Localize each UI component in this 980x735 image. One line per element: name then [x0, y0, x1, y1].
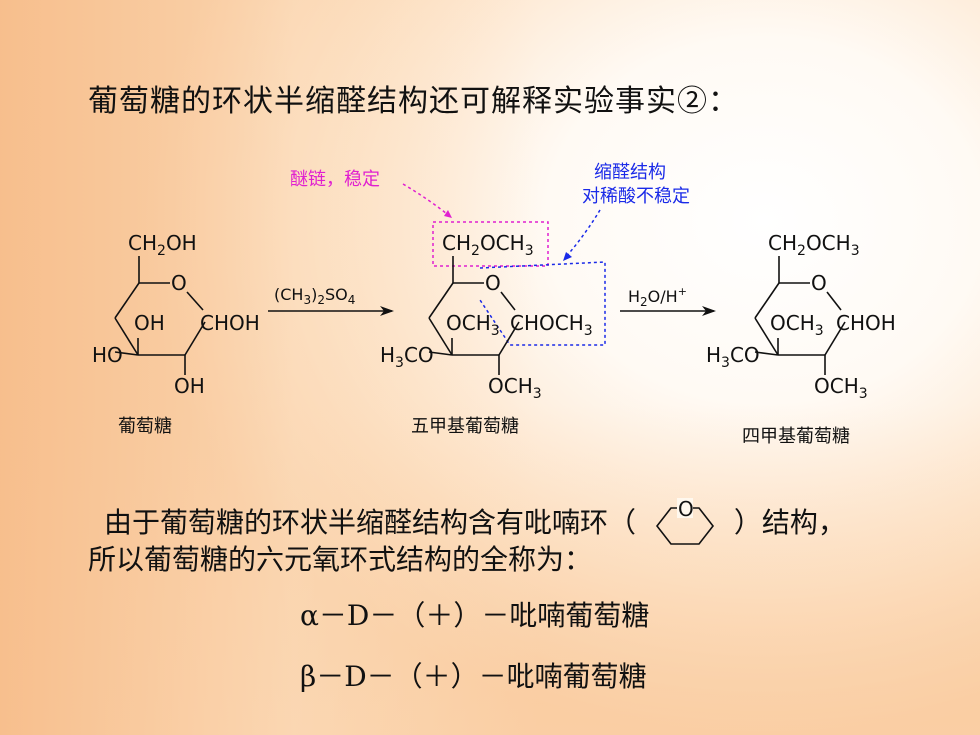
acetal-pointer-head	[563, 252, 572, 261]
svg-text:HO: HO	[92, 343, 123, 367]
svg-text:CHOCH3: CHOCH3	[510, 311, 593, 339]
svg-text:四甲基葡萄糖: 四甲基葡萄糖	[742, 426, 850, 447]
svg-text:CH2OH: CH2OH	[128, 231, 197, 259]
tetramethyl-glucose-structure: CH2OCH3 O CHOH OCH3 H3CO OCH3 四甲基葡萄糖	[706, 231, 896, 447]
svg-text:CH2OCH3: CH2OCH3	[768, 231, 860, 259]
glucose-structure: CH2OH O CHOH OH HO OH 葡萄糖	[92, 231, 260, 437]
ether-chain-note: 醚链，稳定	[290, 169, 380, 190]
acetal-note-line1: 缩醛结构	[594, 162, 666, 183]
pyran-ring-icon: O	[647, 497, 723, 546]
reagent-1: (CH3)2SO4	[274, 285, 355, 307]
explanation-line-1-start: 由于葡萄糖的环状半缩醛结构含有吡喃环（	[104, 506, 637, 539]
acetal-note-line2: 对稀酸不稳定	[582, 186, 690, 207]
ether-pointer-arrow	[402, 183, 453, 219]
explanation-line-1-end: ）结构，	[733, 506, 846, 539]
svg-text:CHOH: CHOH	[836, 311, 896, 335]
explanation-line-2: 所以葡萄糖的六元氧环式结构的全称为：	[88, 543, 593, 576]
svg-text:OH: OH	[174, 374, 205, 398]
pentamethyl-glucose-structure: CH2OCH3 O CHOCH3 OCH3 H3CO OCH3 五甲基葡萄糖	[380, 221, 606, 437]
svg-text:CHOH: CHOH	[200, 311, 260, 335]
beta-name: β－D－（＋）－吡喃葡萄糖	[300, 660, 647, 693]
svg-text:O: O	[811, 271, 827, 295]
reaction-diagram: 醚链，稳定 缩醛结构 对稀酸不稳定 CH2OH O CHOH OH HO OH …	[92, 162, 896, 447]
svg-text:OCH3: OCH3	[446, 311, 500, 339]
svg-text:葡萄糖: 葡萄糖	[118, 416, 172, 437]
svg-text:OCH3: OCH3	[770, 311, 824, 339]
svg-text:O: O	[678, 498, 694, 521]
alpha-name: α－D－（＋）－吡喃葡萄糖	[300, 599, 650, 632]
acetal-pointer-arrow	[564, 209, 601, 259]
explanation-line-1: 由于葡萄糖的环状半缩醛结构含有吡喃环（ O ）结构，	[104, 497, 846, 546]
svg-text:O: O	[485, 271, 501, 295]
heading: 葡萄糖的环状半缩醛结构还可解释实验事实②：	[88, 84, 739, 119]
svg-text:H3CO: H3CO	[380, 343, 434, 371]
svg-text:CH2OCH3: CH2OCH3	[442, 231, 534, 259]
svg-text:五甲基葡萄糖: 五甲基葡萄糖	[411, 416, 519, 437]
svg-text:OH: OH	[134, 311, 165, 335]
ether-pointer-head	[444, 210, 452, 218]
svg-text:OCH3: OCH3	[488, 374, 542, 402]
reagent-2: H2O/H+	[628, 285, 687, 309]
svg-text:O: O	[171, 271, 187, 295]
svg-text:H3CO: H3CO	[706, 343, 760, 371]
svg-text:OCH3: OCH3	[814, 374, 868, 402]
